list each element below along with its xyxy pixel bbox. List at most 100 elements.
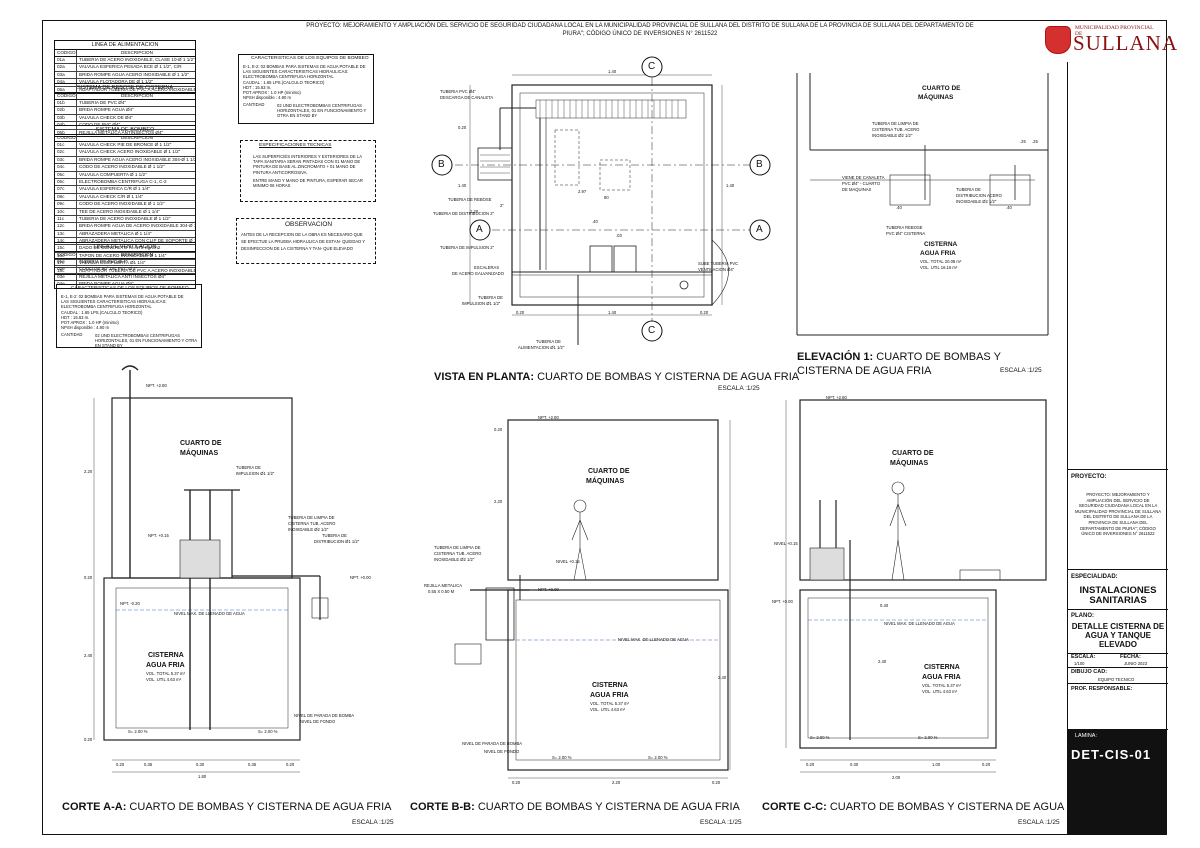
dim-text: .03 [616, 233, 622, 238]
aa-pump-stop: NIVEL DE PARADA DE BOMBA [294, 713, 355, 718]
spec-line: HDT : 15.63 m. [243, 85, 272, 90]
elev-label-rebose: PVC Ø4" CISTERNA [886, 231, 926, 236]
dim-text: 1.40 [608, 69, 617, 74]
aa-tank-inner [115, 587, 289, 729]
label-impulsion-b: IMPULSION Ø1 1/2" [462, 301, 501, 306]
aa-level-tag: NPT. +2.80 [146, 383, 167, 388]
dim-text: 0.20 [116, 762, 125, 767]
title-block-responsible: PROF. RESPONSABLE: [1068, 684, 1168, 730]
elev-label-limpia: CISTERNA TUB. ACERO [872, 127, 920, 132]
bb-vol-util: VOL. UTIL 4.63 m³ [590, 707, 625, 712]
table-title: SISTEMA DE REBOSE DE CISTERNA [55, 84, 195, 93]
section-c-title: CORTE C-C: CUARTO DE BOMBAS Y CISTERNA D… [762, 801, 1092, 813]
section-marker-a: A [756, 224, 763, 235]
tb-plan-name: DETALLE CISTERNA DE AGUA Y TANQUE ELEVAD… [1071, 622, 1165, 649]
dim-text: 0.35 [248, 762, 257, 767]
label-impulsion: TUBERIA DE IMPULSION 2" [440, 245, 495, 250]
section-marker-b: B [756, 159, 763, 170]
tb-date: JUNIO 2023 [1124, 661, 1148, 666]
table-title: LINEA DE ALIMENTACION [55, 41, 195, 50]
aa-vol-util: VOL. UTIL 4.63 m³ [146, 677, 181, 682]
plan-manhole [477, 147, 513, 181]
tb-scale: 1/100 [1074, 661, 1085, 666]
elev-label-canaleta: PVC Ø4" - CUARTO [842, 181, 881, 186]
elev-room-label: MÁQUINAS [918, 94, 954, 101]
dim-text: 2.97 [578, 189, 587, 194]
dim-text: 1.40 [608, 310, 617, 315]
elev-tank-label: AGUA FRIA [920, 250, 956, 257]
dim-text: 2.00 [892, 775, 901, 780]
shield-icon [1045, 26, 1071, 54]
label-alimentacion: TUBERIA DE [536, 339, 561, 344]
plan-canaleta-hatch [539, 100, 679, 118]
tb-label: ESCALA: [1071, 654, 1096, 660]
cc-room-label: MÁQUINAS [890, 460, 929, 467]
tb-label: PLANO: [1071, 613, 1094, 619]
dim-text: 0.20 [806, 762, 815, 767]
box-title: OBSERVACION [285, 221, 333, 228]
label-ventilacion: SUBE TUBERIA PVC [698, 261, 739, 266]
tb-label: LAMINA: [1075, 733, 1098, 739]
cc-tank-label: AGUA FRIA [922, 674, 961, 681]
dim-text: 0.20 [286, 762, 295, 767]
label-rebose: TUBERIA DE REBOSE [448, 197, 492, 202]
dim-text: 2.20 [84, 469, 93, 474]
aa-label-distrib: DISTRIBUCION Ø1 1/2" [314, 539, 360, 544]
section-a-scale: ESCALA :1/25 [352, 819, 394, 826]
spec-line: POT APROX : 1.0 HP (minimo) [243, 90, 301, 95]
dim-text: 0.20 [512, 780, 521, 785]
aa-room-label: MÁQUINAS [180, 450, 219, 457]
plan-title: VISTA EN PLANTA: CUARTO DE BOMBAS Y CIST… [434, 371, 800, 383]
bb-label-limpia: INOXIDABLE Ø2 1/2" [434, 557, 475, 562]
bb-bottom-level: NIVEL DE FONDO [484, 749, 520, 754]
plan-inner-wall [519, 92, 705, 298]
bb-machine-room [507, 419, 719, 581]
cantidad-label: CANTIDAD [243, 102, 265, 107]
elev-label-canaleta: DE MAQUINAS [842, 187, 872, 192]
bb-vol-total: VOL. TOTAL 5.37 m³ [590, 701, 629, 706]
table-title: SISTEMA DE BOMBEO [55, 126, 195, 135]
elev-vol-util: VOL. UTIL 16.16 m³ [920, 265, 958, 270]
aa-slope: S= 2.00 % [258, 729, 278, 734]
dim-text: 2.40 [718, 675, 727, 680]
label-escaleras: ESCALERAS [474, 265, 500, 270]
title-block-scale-date: ESCALA: 1/100 FECHA: JUNIO 2023 [1068, 654, 1168, 668]
spec-item: ENTRE MANO Y MANO DE PINTURA, ESPERAR SE… [253, 178, 363, 189]
bb-person-figure [571, 499, 589, 581]
col-code: CODIGO [57, 50, 77, 56]
cc-level-tag: NIVEL +0.15 [774, 541, 798, 546]
title-block-specialty: ESPECIALIDAD: INSTALACIONES SANITARIAS [1068, 570, 1168, 610]
dim-text: 0.30 [850, 762, 859, 767]
dim-text: 0.20 [516, 310, 525, 315]
col-desc: DESCRIPCION [121, 50, 153, 55]
bb-label-rejilla: 0.55 X 0.50 M [428, 589, 455, 594]
title-block-sheet-number: LAMINA: DET-CIS-01 [1067, 730, 1167, 835]
bb-room-label: CUARTO DE [588, 468, 630, 475]
dim-text: 1.00 [932, 762, 941, 767]
cc-level-tag: NPT. +0.00 [772, 599, 793, 604]
plan-outer-wall [511, 84, 713, 306]
bb-pump-stop: NIVEL DE PARADA DE BOMBA [462, 741, 523, 746]
project-header: PROYECTO: MEJORAMIENTO Y AMPLIACIÓN DEL … [306, 23, 974, 37]
spec-line: LAS SIGUIENTES CARACTERISTICAS HIDRAULIC… [61, 299, 167, 304]
aa-label-distrib: TUBERIA DE [322, 533, 347, 538]
spec-line: NPSH disponible : 4.90 m [243, 95, 291, 100]
